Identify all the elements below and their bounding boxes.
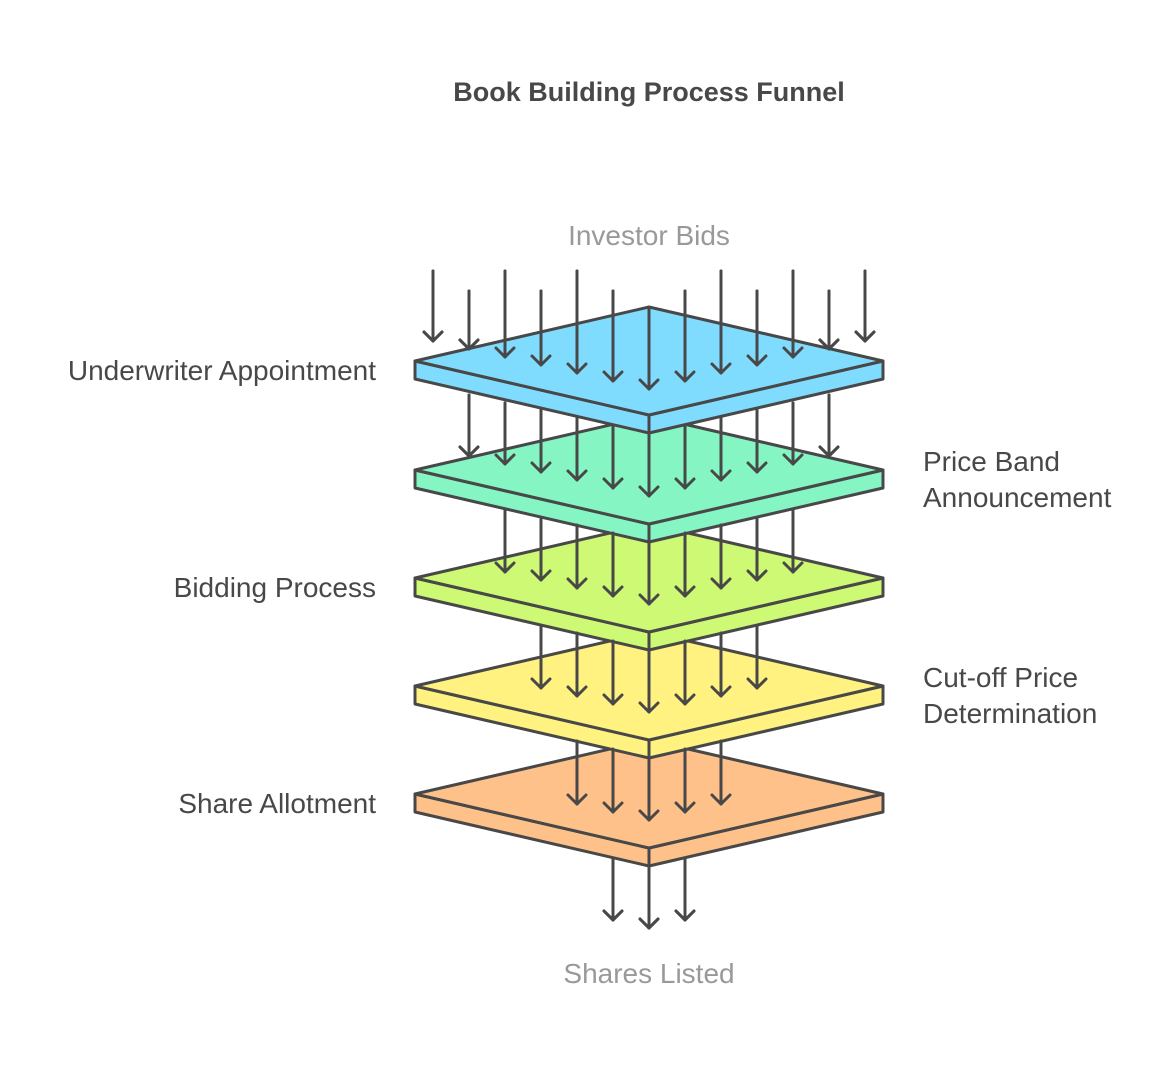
down-arrow-icon bbox=[530, 624, 552, 690]
down-arrow-icon bbox=[674, 856, 696, 922]
down-arrow-icon bbox=[710, 269, 732, 375]
down-arrow-icon bbox=[638, 539, 660, 606]
diagram-title: Book Building Process Funnel bbox=[453, 77, 845, 107]
down-arrow-icon bbox=[566, 269, 588, 375]
stage-label-2-line-1: Price Band bbox=[923, 446, 1060, 477]
stage-label-5: Share Allotment bbox=[178, 788, 376, 819]
down-arrow-icon bbox=[674, 639, 696, 706]
down-arrow-icon bbox=[638, 755, 660, 822]
down-arrow-icon bbox=[602, 856, 624, 922]
down-arrow-icon bbox=[746, 516, 768, 582]
down-arrow-icon bbox=[746, 289, 768, 367]
down-arrow-icon bbox=[602, 289, 624, 383]
down-arrow-icon bbox=[566, 631, 588, 698]
down-arrow-icon bbox=[602, 747, 624, 814]
input-caption: Investor Bids bbox=[568, 220, 730, 251]
down-arrow-icon bbox=[674, 531, 696, 598]
down-arrow-icon bbox=[530, 289, 552, 367]
down-arrow-icon bbox=[818, 289, 840, 351]
down-arrow-icon bbox=[566, 739, 588, 806]
down-arrow-icon bbox=[674, 289, 696, 383]
down-arrow-icon bbox=[638, 647, 660, 714]
down-arrow-icon bbox=[710, 416, 732, 482]
down-arrow-icon bbox=[638, 307, 660, 391]
down-arrow-icon bbox=[602, 423, 624, 490]
output-caption: Shares Listed bbox=[563, 958, 734, 989]
down-arrow-icon bbox=[530, 516, 552, 582]
down-arrow-icon bbox=[530, 408, 552, 474]
down-arrow-icon bbox=[746, 624, 768, 690]
down-arrow-icon bbox=[782, 269, 804, 359]
down-arrow-icon bbox=[566, 523, 588, 590]
down-arrow-icon bbox=[494, 508, 516, 574]
down-arrow-icon bbox=[710, 523, 732, 590]
down-arrow-icon bbox=[458, 393, 480, 458]
down-arrow-icon bbox=[818, 393, 840, 458]
down-arrow-icon bbox=[710, 739, 732, 806]
down-arrow-icon bbox=[638, 864, 660, 930]
stage-label-3: Bidding Process bbox=[174, 572, 376, 603]
stage-label-2-line-2: Announcement bbox=[923, 482, 1112, 513]
down-arrow-icon bbox=[566, 416, 588, 482]
down-arrow-icon bbox=[782, 508, 804, 574]
down-arrow-icon bbox=[674, 423, 696, 490]
stage-label-4-line-2: Determination bbox=[923, 698, 1097, 729]
down-arrow-icon bbox=[854, 269, 876, 343]
down-arrow-icon bbox=[422, 269, 444, 343]
down-arrow-icon bbox=[746, 408, 768, 474]
down-arrow-icon bbox=[602, 639, 624, 706]
down-arrow-icon bbox=[674, 747, 696, 814]
down-arrow-icon bbox=[710, 631, 732, 698]
down-arrow-icon bbox=[494, 401, 516, 466]
arrows-overlay bbox=[422, 269, 876, 930]
down-arrow-icon bbox=[494, 269, 516, 359]
down-arrow-icon bbox=[782, 401, 804, 466]
stage-label-4-line-1: Cut-off Price bbox=[923, 662, 1078, 693]
stage-label-1: Underwriter Appointment bbox=[68, 355, 376, 386]
down-arrow-icon bbox=[458, 289, 480, 351]
down-arrow-icon bbox=[602, 531, 624, 598]
down-arrow-icon bbox=[638, 431, 660, 498]
